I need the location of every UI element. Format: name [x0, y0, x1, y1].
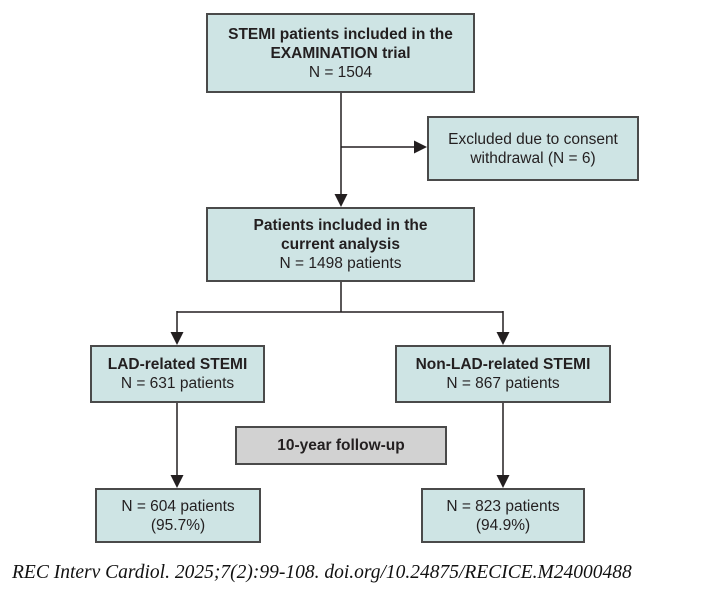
node-lad-outcome: N = 604 patients (95.7%) [95, 488, 261, 543]
node-followup-label: 10-year follow-up [235, 426, 447, 465]
node-current-analysis-line1: Patients included in the [253, 217, 428, 234]
node-nonlad-stemi-n: N = 867 patients [446, 375, 560, 392]
node-followup-label-text: 10-year follow-up [277, 437, 405, 454]
node-stemi-trial-line2: EXAMINATION trial [270, 44, 411, 62]
node-current-analysis-line2: current analysis [281, 236, 400, 253]
node-stemi-trial-line1: STEMI patients included in the [228, 25, 453, 43]
node-nonlad-outcome-pct: (94.9%) [475, 516, 531, 534]
node-lad-stemi-title: LAD-related STEMI [107, 356, 248, 373]
node-lad-outcome-pct: (95.7%) [150, 516, 206, 534]
node-excluded: Excluded due to consent withdrawal (N = … [427, 116, 639, 181]
node-excluded-line1: Excluded due to consent [448, 130, 618, 148]
node-current-analysis-n: N = 1498 patients [279, 255, 402, 272]
node-lad-outcome-n: N = 604 patients [121, 497, 235, 515]
node-nonlad-outcome: N = 823 patients (94.9%) [421, 488, 585, 543]
citation-text: REC Interv Cardiol. 2025;7(2):99-108. do… [12, 562, 632, 583]
node-current-analysis: Patients included in the current analysi… [206, 207, 475, 282]
node-stemi-trial: STEMI patients included in the EXAMINATI… [206, 13, 475, 93]
node-nonlad-outcome-n: N = 823 patients [446, 497, 560, 515]
node-lad-stemi: LAD-related STEMI N = 631 patients [90, 345, 265, 403]
node-nonlad-stemi-title: Non-LAD-related STEMI [415, 356, 591, 373]
node-nonlad-stemi: Non-LAD-related STEMI N = 867 patients [395, 345, 611, 403]
node-lad-stemi-n: N = 631 patients [120, 375, 235, 392]
node-stemi-trial-n: N = 1504 [308, 63, 373, 81]
node-excluded-line2: withdrawal (N = 6) [470, 149, 596, 167]
